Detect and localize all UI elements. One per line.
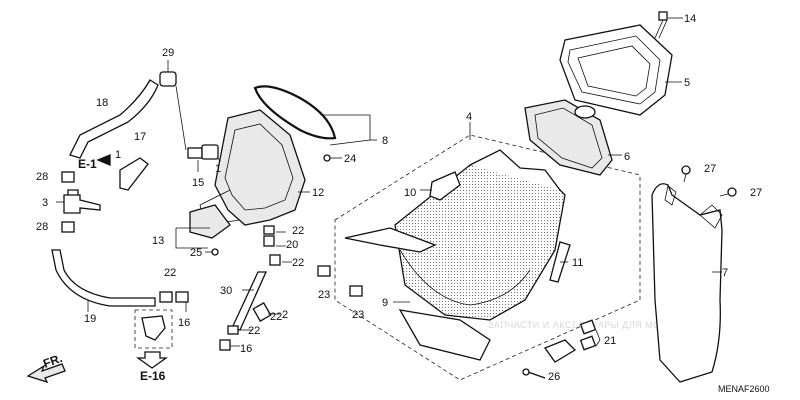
callout-22: 22 [292,225,304,237]
callout-4: 4 [466,111,472,123]
ref-e1: E-1 [78,157,97,171]
callout-16: 16 [240,343,252,355]
callout-26: 26 [548,371,560,383]
callout-19: 19 [84,313,96,325]
part-26-bolt [522,368,546,379]
callout-6: 6 [624,151,630,163]
callout-25: 25 [190,247,202,259]
part-7-side-cover [651,183,723,383]
part-27-screws [681,165,737,197]
diagram-code: MENAF2600 [718,384,770,394]
callout-3: 3 [42,197,48,209]
part-8-gasket [253,85,377,146]
callout-7: 7 [722,267,728,279]
callout-18: 18 [96,97,108,109]
part-28-clamps [56,171,101,233]
part-15-fitting [187,144,221,172]
part-11-cover [549,241,571,283]
part-13-seal [175,204,231,249]
callout-17: 17 [134,131,146,143]
callout-27: 27 [704,163,716,175]
e16-group [134,309,173,369]
direction-label: FR. [41,351,64,371]
callout-28: 28 [36,171,48,183]
part-23-nut [317,265,363,297]
callout-2: 2 [282,309,288,321]
callout-9: 9 [382,297,388,309]
part-14-bolt [654,11,683,39]
callout-15: 15 [192,177,204,189]
callout-27: 27 [750,187,762,199]
front-direction-arrow [26,363,66,384]
callout-1: 1 [115,149,121,161]
part-24-screw [323,154,342,162]
part-6-filter-housing [524,99,622,176]
part-12-air-cleaner-case [199,109,310,226]
callout-1: 1 [215,163,221,175]
callout-30: 30 [220,285,232,297]
callout-29: 29 [162,47,174,59]
part-10-cover [420,171,461,201]
breather-hoses [51,60,187,312]
callout-10: 10 [404,187,416,199]
callout-22: 22 [164,267,176,279]
part-9-cover [344,149,566,361]
callout-22: 22 [248,325,260,337]
e1-ref-arrow [96,154,111,166]
callout-12: 12 [312,187,324,199]
callout-11: 11 [572,257,583,269]
watermark-tagline: ЗАПЧАСТИ И АКСЕССУАРЫ ДЛЯ МОТОТЕХНИКИ [488,320,719,330]
callout-14: 14 [684,13,696,25]
callout-13: 13 [152,235,164,247]
callout-21: 21 [604,335,616,347]
callout-23: 23 [318,289,330,301]
callout-16: 16 [178,317,190,329]
part-21-clip [543,319,601,363]
callout-22: 22 [292,257,304,269]
callout-24: 24 [344,153,356,165]
part-16-clamp [159,291,189,312]
callout-8: 8 [382,135,388,147]
part-5-filter-element [559,24,682,116]
callout-labels: 1123456789101112131415161617181920212222… [36,13,762,383]
callout-28: 28 [36,221,48,233]
callout-20: 20 [286,239,298,251]
part-30-tube [205,225,292,351]
callout-23: 23 [352,309,364,321]
callout-22: 22 [270,311,282,323]
callout-5: 5 [684,77,690,89]
ref-e16: E-16 [140,369,166,383]
watermark: ЗАПЧАСТИ И АКСЕССУАРЫ ДЛЯ МОТОТЕХНИКИ [488,320,719,330]
